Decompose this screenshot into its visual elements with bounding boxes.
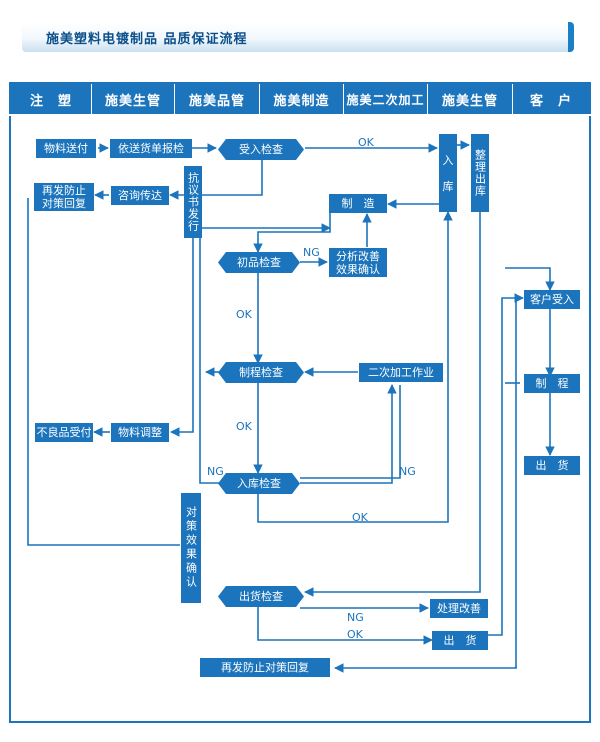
label-ok-warehouse: OK [352,511,368,524]
box-recurrence-prevention-reply-2: 再发防止对策回复 [200,658,330,677]
box-warehouse-in: 入 库 [439,134,457,212]
label-ok-process: OK [236,420,252,433]
box-defective-goods-receiving: 不良品受付 [35,423,93,442]
box-shipment-inspection: 出货检查 [218,586,304,607]
label-ng-first-article: NG [303,246,320,259]
box-material-delivery: 物料送付 [36,139,96,158]
label-ng-warehouse-right: NG [399,465,416,478]
column-header-secondary-processing: 施美二次加工 [344,84,428,114]
flowchart-frame [9,82,591,723]
box-recurrence-prevention-reply: 再发防止 对策回复 [34,183,94,211]
box-shipment: 出 货 [432,631,488,650]
box-incoming-inspection: 受入检查 [218,139,304,160]
box-first-article-inspection: 初品检查 [218,252,300,273]
page-title: 施美塑料电镀制品 品质保证流程 [46,32,248,47]
column-header-injection: 注 塑 [11,84,92,114]
label-ok-incoming: OK [358,136,374,149]
box-process-inspection: 制程检查 [218,362,304,383]
label-ok-shipment: OK [347,628,363,641]
box-warehouse-in-inspection: 入库检查 [218,473,300,494]
column-header-production-control: 施美生管 [92,84,175,114]
box-complaint-issuance: 抗议书发行 [184,166,202,238]
box-secondary-processing-work: 二次加工作业 [359,363,443,382]
column-header-quality-control: 施美品管 [175,84,260,114]
box-manufacturing: 制 造 [329,194,387,213]
box-customer-process: 制 程 [524,374,580,393]
box-material-adjustment: 物料调整 [111,423,169,442]
box-countermeasure-effect-confirmation: 对策效果确认 [181,493,201,603]
box-customer-receiving: 客户受入 [524,290,580,309]
column-header-manufacturing: 施美制造 [260,84,344,114]
header-divider [9,114,591,116]
column-header-customer: 客 户 [513,84,589,114]
box-inspection-by-delivery-note: 依送货单报检 [110,139,192,158]
box-analysis-improvement: 分析改善 效果确认 [329,248,387,277]
box-handling-improvement: 处理改善 [430,599,488,618]
box-customer-shipment: 出 货 [524,456,580,475]
box-inquiry-transmission: 咨询传达 [111,186,169,205]
title-banner: 施美塑料电镀制品 品质保证流程 [22,22,574,52]
label-ng-warehouse-left: NG [207,465,224,478]
label-ok-first-article: OK [236,308,252,321]
column-header-production-control-2: 施美生管 [428,84,513,114]
label-ng-shipment: NG [347,611,364,624]
box-sort-and-ship-out: 整理出库 [471,134,489,212]
